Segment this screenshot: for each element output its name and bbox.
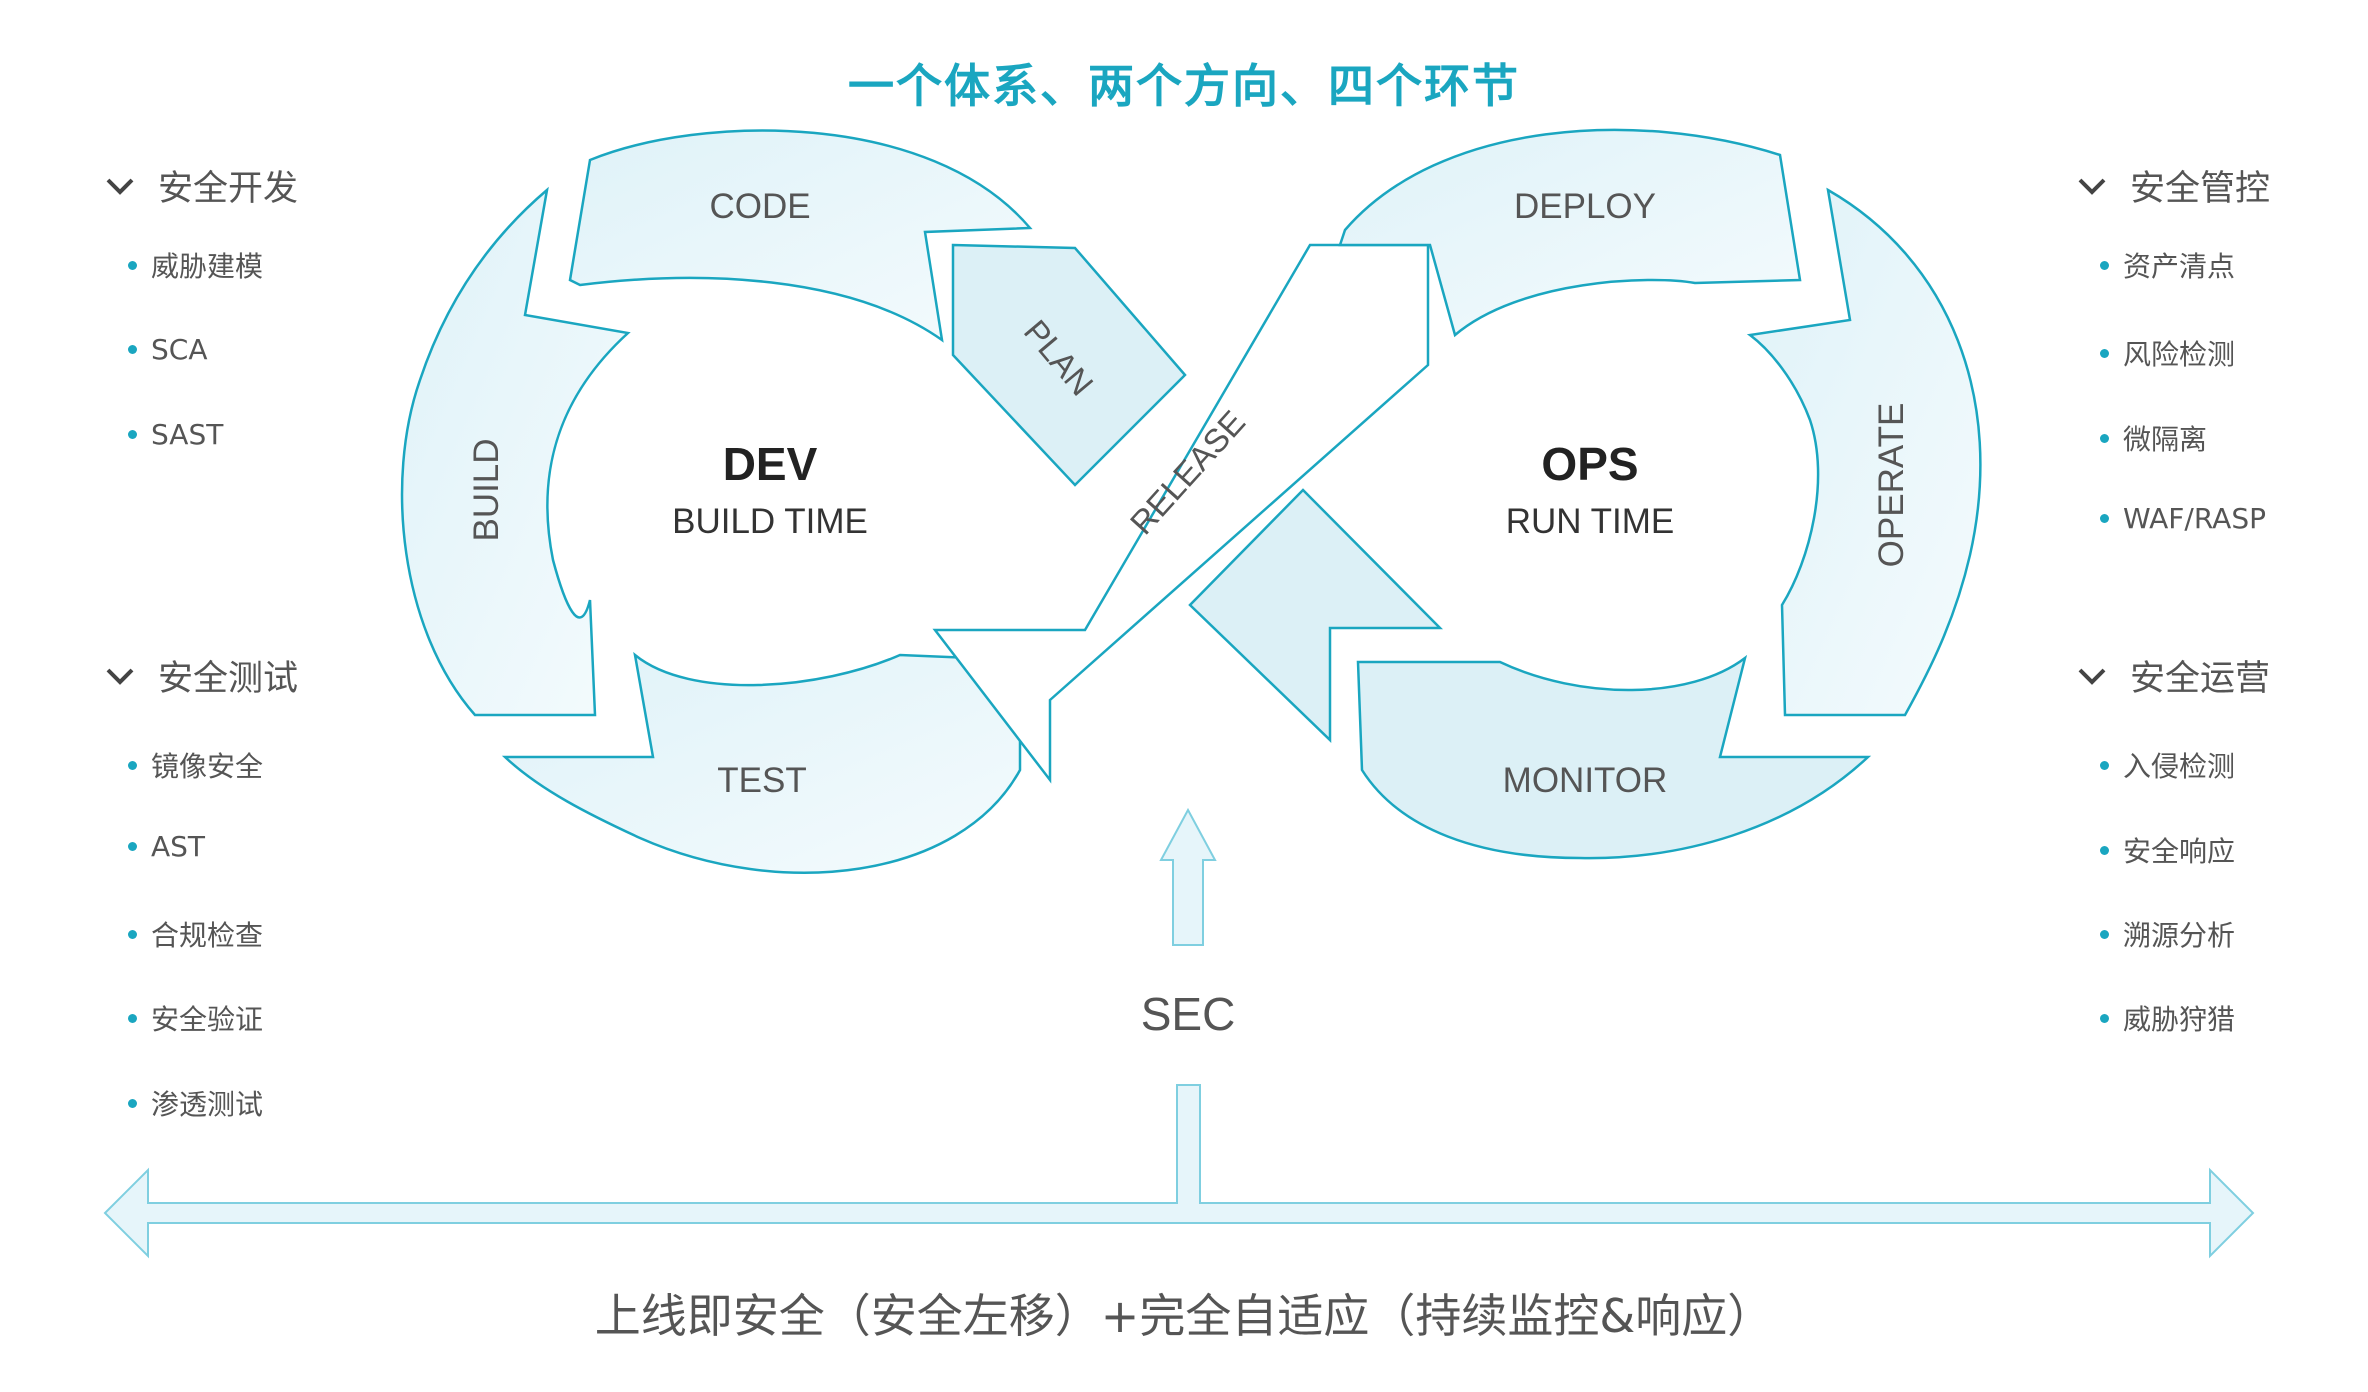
build-label: BUILD — [467, 438, 506, 541]
section-secure-development[interactable]: 安全开发 — [100, 160, 298, 211]
list-item-label: AST — [151, 830, 206, 863]
list-item-label: SCA — [151, 333, 208, 366]
section-security-control[interactable]: 安全管控 — [2072, 160, 2270, 211]
operate-segment — [1746, 187, 1982, 717]
plan-segment — [951, 243, 1187, 487]
bullet-dot — [2100, 760, 2109, 770]
bullet-dot — [2100, 1013, 2109, 1023]
ops-title: OPS — [1541, 438, 1638, 490]
list-item-label: 入侵检测 — [2123, 750, 2236, 783]
bullet-dot — [128, 260, 137, 270]
section-label: 安全开发 — [158, 169, 299, 209]
ops-subtitle: RUN TIME — [1506, 502, 1675, 541]
section-security-testing[interactable]: 安全测试 — [100, 650, 298, 701]
list-item: 镜像安全 — [128, 745, 263, 785]
list-item: 微隔离 — [2100, 418, 2207, 458]
section-label: 安全管控 — [2130, 169, 2271, 209]
bullet-dot — [128, 345, 137, 354]
dev-title: DEV — [723, 438, 818, 490]
release-segment — [932, 243, 1430, 784]
bullet-dot — [2100, 433, 2109, 443]
diagram-title: 一个体系、两个方向、四个环节 — [848, 59, 1520, 113]
section-security-operations[interactable]: 安全运营 — [2072, 650, 2270, 701]
list-item-label: 资产清点 — [2123, 250, 2236, 283]
list-item: AST — [128, 830, 205, 863]
list-item: 安全响应 — [2100, 830, 2235, 870]
chevron-down-icon — [106, 668, 134, 685]
monitor-label: MONITOR — [1503, 761, 1668, 800]
deploy-segment — [1338, 128, 1802, 338]
list-item-label: WAF/RASP — [2123, 502, 2266, 535]
section-label: 安全运营 — [2130, 659, 2271, 699]
list-item: 威胁狩猎 — [2100, 998, 2235, 1038]
bullet-dot — [2100, 514, 2109, 523]
monitor-entry-segment — [1188, 488, 1444, 743]
list-item-label: 安全响应 — [2123, 835, 2236, 868]
list-item: 入侵检测 — [2100, 745, 2235, 785]
chevron-down-icon — [106, 178, 134, 195]
sec-up-arrow — [1159, 807, 1217, 946]
monitor-segment — [1356, 654, 1872, 860]
chevron-down-icon — [2078, 668, 2106, 685]
list-item-label: 溯源分析 — [2123, 919, 2236, 952]
bullet-dot — [2100, 260, 2109, 270]
list-item-label: 威胁狩猎 — [2123, 1003, 2236, 1036]
bullet-dot — [2100, 348, 2109, 358]
bullet-dot — [2100, 929, 2109, 939]
list-item: WAF/RASP — [2100, 502, 2266, 535]
list-item-label: 安全验证 — [151, 1003, 264, 1036]
build-segment — [400, 186, 631, 717]
bottom-caption: 上线即安全（安全左移）+完全自适应（持续监控&响应） — [594, 1289, 1774, 1343]
list-item: 溯源分析 — [2100, 914, 2235, 954]
list-item-label: 镜像安全 — [151, 750, 264, 783]
list-item: 安全验证 — [128, 998, 263, 1038]
bullet-dot — [128, 430, 137, 439]
test-label: TEST — [717, 761, 806, 800]
code-label: CODE — [709, 187, 810, 226]
list-item: 合规检查 — [128, 914, 263, 954]
list-item-label: 风险检测 — [2123, 338, 2236, 371]
deploy-label: DEPLOY — [1514, 187, 1656, 226]
list-item: 资产清点 — [2100, 245, 2235, 285]
chevron-down-icon — [2078, 178, 2106, 195]
dev-subtitle: BUILD TIME — [672, 502, 868, 541]
list-item: 风险检测 — [2100, 333, 2235, 373]
list-item-label: 微隔离 — [2123, 423, 2208, 456]
horizontal-double-arrow — [103, 1084, 2255, 1259]
list-item-label: 威胁建模 — [151, 250, 264, 283]
list-item-label: 渗透测试 — [151, 1088, 264, 1121]
bullet-dot — [128, 929, 137, 939]
list-item: SCA — [128, 333, 207, 366]
code-segment — [568, 129, 1033, 343]
list-item: 渗透测试 — [128, 1083, 263, 1123]
list-item-label: 合规检查 — [151, 919, 264, 952]
test-segment — [501, 651, 1022, 874]
bullet-dot — [128, 760, 137, 770]
bullet-dot — [128, 1098, 137, 1108]
bullet-dot — [2100, 845, 2109, 855]
bullet-dot — [128, 1013, 137, 1023]
list-item: SAST — [128, 418, 223, 451]
operate-label: OPERATE — [1872, 403, 1911, 568]
list-item-label: SAST — [151, 418, 224, 451]
list-item: 威胁建模 — [128, 245, 263, 285]
section-label: 安全测试 — [158, 659, 299, 699]
bullet-dot — [128, 842, 137, 851]
sec-label: SEC — [1141, 988, 1236, 1040]
